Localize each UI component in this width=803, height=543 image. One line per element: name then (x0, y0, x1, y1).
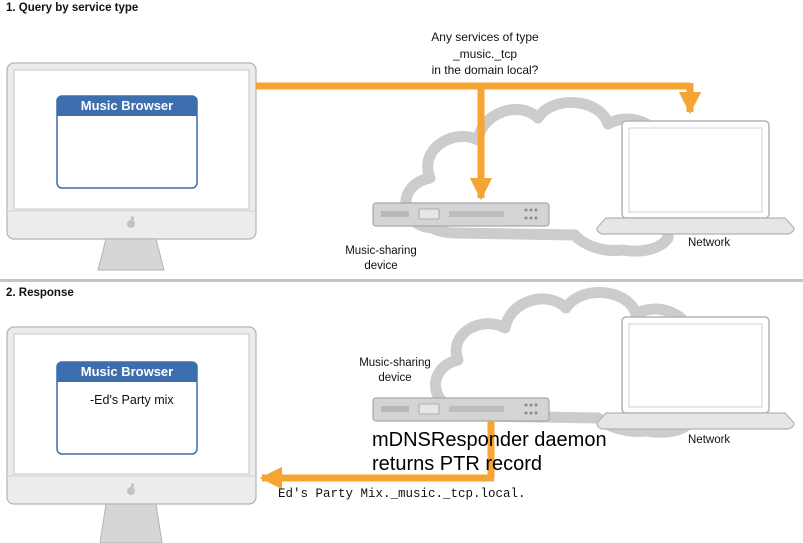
query-arrows (256, 82, 702, 201)
network-label: Network (688, 434, 731, 446)
query-text-line-3: in the domain local? (431, 63, 539, 77)
query-text-line-1: Any services of type (431, 30, 539, 44)
section-divider (0, 279, 803, 282)
daemon-line-1: mDNSResponder daemon (372, 429, 607, 451)
cloud-icon (400, 96, 691, 257)
server-device-icon (372, 397, 550, 422)
network-label: Network (688, 237, 731, 249)
section-title-query: 1. Query by service type (6, 2, 139, 14)
daemon-line-2: returns PTR record (372, 453, 543, 475)
device-label-line-1: Music-sharing (345, 245, 417, 257)
response-arrow (259, 421, 495, 490)
cloud-icon (430, 286, 717, 438)
device-label: Music-sharing device (336, 244, 426, 274)
music-browser-title: Music Browser (57, 362, 197, 382)
daemon-annotation: mDNSResponder daemon returns PTR record (372, 428, 607, 476)
device-label-line-2: device (364, 260, 398, 272)
apple-logo-icon (127, 483, 135, 495)
query-text: Any services of type _music._tcp in the … (405, 29, 565, 79)
query-text-line-2: _music._tcp (452, 46, 518, 61)
apple-logo-icon (127, 216, 135, 228)
playlist-item: -Ed's Party mix (90, 393, 174, 407)
music-browser-title: Music Browser (57, 96, 197, 116)
device-label-line-1: Music-sharing (359, 357, 431, 369)
laptop-icon (596, 316, 795, 430)
device-label: Music-sharing device (350, 356, 440, 386)
device-label-line-2: device (378, 372, 412, 384)
server-device-icon (372, 202, 550, 227)
ptr-record-text: Ed's Party Mix._music._tcp.local. (278, 487, 526, 501)
section-title-response: 2. Response (6, 287, 74, 299)
laptop-icon (596, 120, 795, 235)
